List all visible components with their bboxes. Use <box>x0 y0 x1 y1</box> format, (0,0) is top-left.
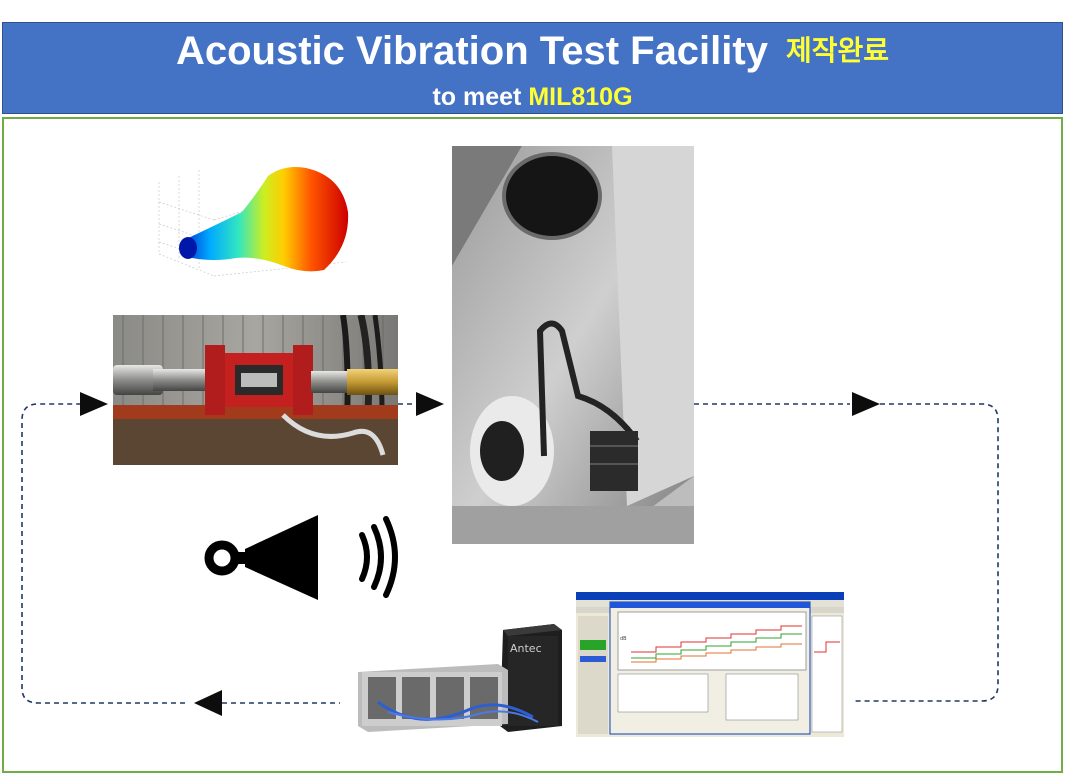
subtitle-prefix: to meet <box>432 83 522 111</box>
chart-axis-tag: dB <box>620 636 627 642</box>
flow-line-right-down <box>852 403 999 702</box>
arrowhead-to-chamber <box>416 392 444 416</box>
hardware-brand-label: Antec <box>510 642 542 655</box>
title-text: Acoustic Vibration Test Facility <box>175 29 768 73</box>
title-line: Acoustic Vibration Test Facility 제작완료 <box>3 29 1062 74</box>
title-banner: Acoustic Vibration Test Facility 제작완료 to … <box>2 22 1063 114</box>
reverberant-chamber-photo <box>452 146 694 544</box>
subtitle-standard: MIL810G <box>528 83 633 111</box>
horn-sound-field-plot <box>154 162 350 280</box>
content-frame <box>2 117 1063 773</box>
arrowhead-left <box>194 690 222 716</box>
air-modulator-photo <box>113 314 398 466</box>
arrowhead-right <box>852 392 880 416</box>
speaker-icon <box>200 515 405 600</box>
data-acquisition-hardware-photo: Antec <box>358 622 564 734</box>
flow-line-return-left <box>21 403 185 704</box>
control-software-screenshot: dB <box>576 592 844 737</box>
title-korean-text: 제작완료 <box>785 35 890 66</box>
subtitle-line: to meet MIL810G <box>3 83 1062 112</box>
arrowhead-to-modulator <box>80 392 108 416</box>
